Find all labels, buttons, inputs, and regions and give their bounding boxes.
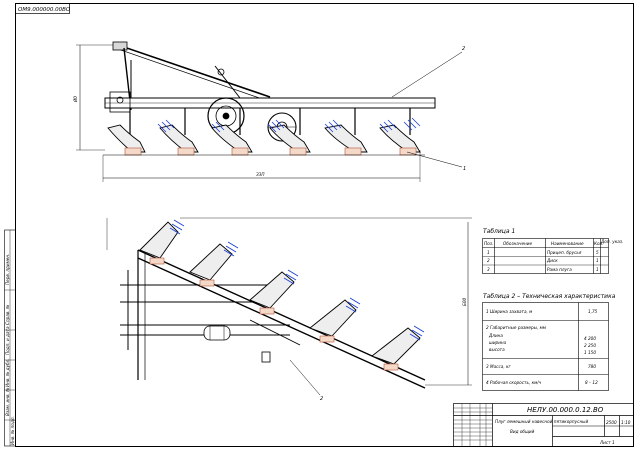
table2-row1-label: 1 Ширина захвата, м <box>486 309 532 314</box>
table1-row1-name: Прицеп. брусья <box>547 250 582 255</box>
sheet-frame <box>15 3 634 447</box>
table1-row1-qty: 5 <box>596 250 599 255</box>
table1-row3-name: Рама плуга <box>547 267 572 272</box>
strip-label-5: Взам. инв. № <box>5 387 10 416</box>
table2-row4-value: 8 – 12 <box>585 380 598 385</box>
table2-row4-label: 4 Рабочая скорость, км/ч <box>486 380 542 385</box>
table2-row2-sub3: высота <box>489 347 505 352</box>
title-block-mass: 2500 <box>606 420 617 425</box>
table2-title: Таблица 2 – Техническая характеристика <box>483 293 616 300</box>
title-block-sheet: Лист 1 <box>599 440 615 445</box>
title-block-scale: 1:10 <box>621 420 631 425</box>
table-1: Таблица 1 Поз. Обозначение Наименование … <box>482 228 623 274</box>
table1-row2-qty: 1 <box>596 258 599 263</box>
title-block-name: Плуг лемешный навесной пятикорпусный <box>495 419 588 424</box>
strip-label-4: Инв. № дубл. <box>5 358 10 387</box>
table1-header-code: Обозначение <box>503 241 532 246</box>
table2-row2-val3: 1 150 <box>584 350 596 355</box>
table2-row2-val2: 2 250 <box>584 343 596 348</box>
table1-header-name: Наименование <box>551 241 584 246</box>
table2-row2-val1: 4 200 <box>584 336 596 341</box>
leader-label-top-1: 1 <box>463 166 466 172</box>
dim-length-top: ЗЗП <box>256 172 265 177</box>
table1-row2-name: Диск <box>546 258 558 263</box>
table2-row2-label: 2 Габаритные размеры, мм <box>486 325 546 330</box>
table1-row3-qty: 1 <box>596 267 599 272</box>
table1-header-note: Доп. указ. <box>600 239 623 244</box>
stamp-top: ОМ9.000000.00ВО <box>15 3 71 14</box>
dim-height-top: Ø0 <box>73 96 78 103</box>
table2-row3-value: 780 <box>588 364 596 369</box>
table-2: Таблица 2 – Техническая характеристика 1… <box>482 293 616 391</box>
title-block-sub: Вид общий <box>510 429 535 434</box>
table1-row2-pos: 2 <box>487 258 490 263</box>
strip-label-3: Подп. и дата <box>5 326 10 355</box>
title-block: НЕЛУ.00.000.0.12.ВО Плуг лемешный навесн… <box>453 403 634 447</box>
table1-title: Таблица 1 <box>483 228 515 235</box>
strip-label-7: Инв. № подл. <box>10 416 15 445</box>
title-block-code: НЕЛУ.00.000.0.12.ВО <box>527 406 604 414</box>
stamp-top-text: ОМ9.000000.00ВО <box>18 7 71 13</box>
side-view-drawing <box>76 41 463 182</box>
dim-right-plan: Б00 <box>462 297 467 306</box>
left-strip: Перв. примен. Справ. № Подп. и дата Инв.… <box>4 229 16 447</box>
leader-label-bottom-2: 2 <box>320 396 323 402</box>
table1-header-qty: Кол. <box>594 241 604 246</box>
strip-label-1: Перв. примен. <box>5 254 10 285</box>
leader-label-top-2: 2 <box>462 46 465 52</box>
table1-header-pos: Поз. <box>484 241 493 246</box>
table1-row1-pos: 1 <box>487 250 490 255</box>
table2-row2-sub1: Длина <box>488 333 503 338</box>
table1-row3-pos: 3 <box>487 267 490 272</box>
table2-row3-label: 3 Масса, кг <box>486 364 512 369</box>
strip-label-2: Справ. № <box>5 304 10 325</box>
plan-view-drawing <box>106 217 472 396</box>
table2-row1-value: 1,75 <box>588 309 598 314</box>
table2-row2-sub2: ширина <box>489 340 507 345</box>
